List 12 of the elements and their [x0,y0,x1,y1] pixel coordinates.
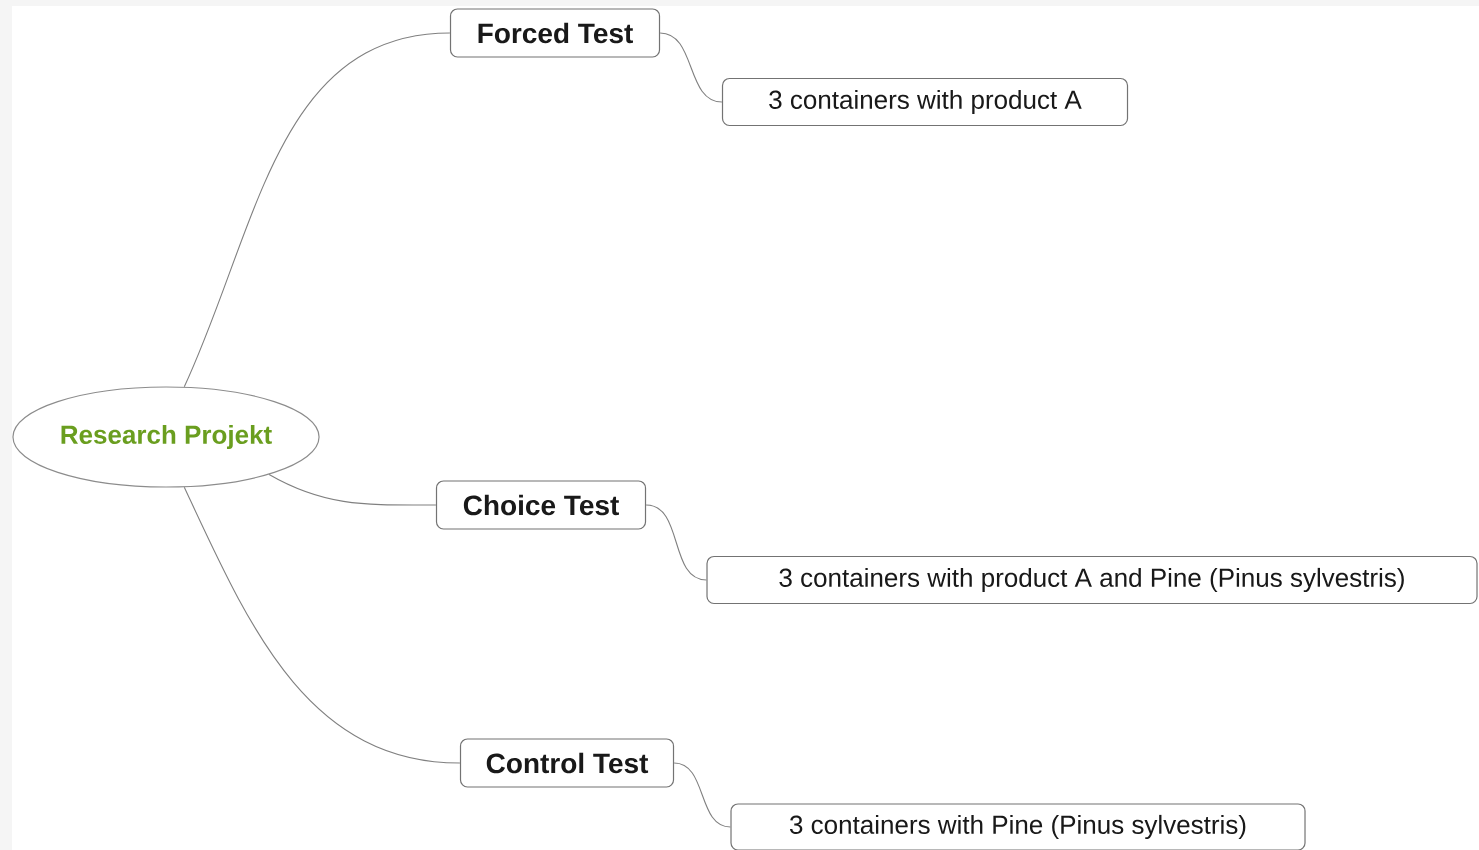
connector-line [659,32,723,103]
connector-line [268,473,437,506]
leaf-box: 3 containers with product A and Pine (Pinus sylvestris) [706,555,1478,605]
connector-line [183,32,451,388]
leaf-box: 3 containers with Pine (Pinus sylvestris) [730,803,1306,850]
branch-box: Forced Test [449,8,661,58]
connector-line [673,762,731,828]
connector-line [183,486,461,764]
connector-line [645,504,707,581]
branch-box: Control Test [459,738,675,788]
branch-box: Choice Test [435,480,647,530]
leaf-box: 3 containers with product A [721,77,1129,127]
